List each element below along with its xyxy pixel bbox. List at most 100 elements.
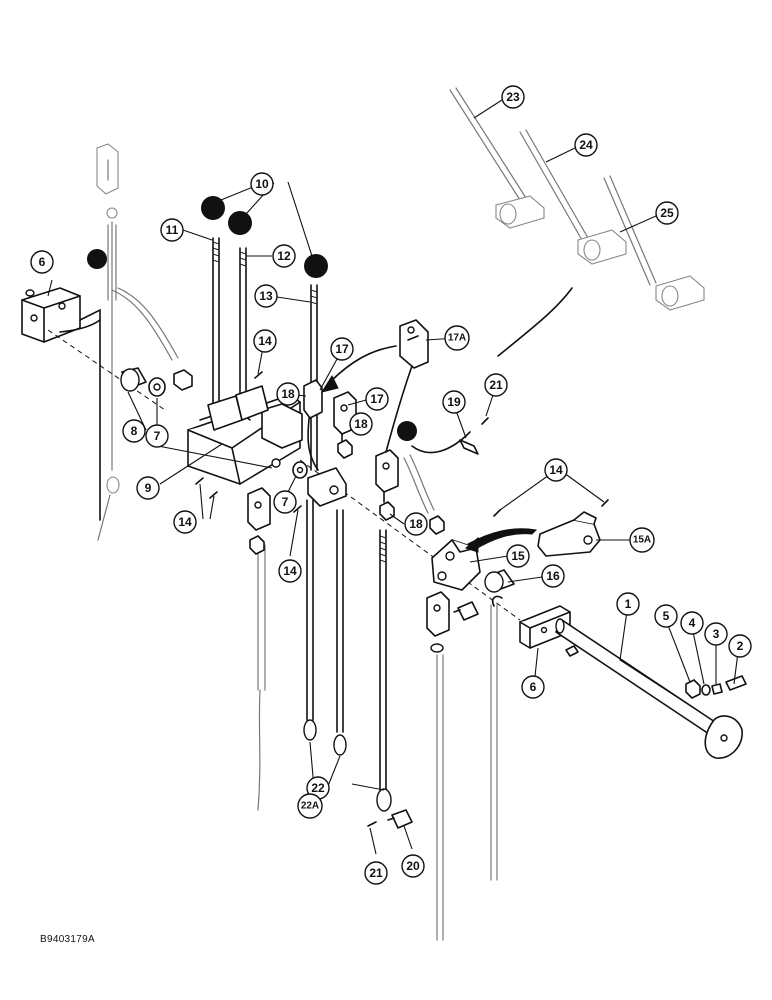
nut-left (173, 369, 193, 391)
clevis-lower-left (247, 487, 271, 531)
callout-10-label: 10 (255, 177, 269, 191)
callout-18-mid: 18 (349, 412, 373, 436)
callout-6-left-label: 6 (39, 255, 46, 269)
nut-small-left (249, 535, 265, 555)
pin-14-upper (254, 371, 263, 379)
callout-17-upper: 17 (330, 337, 354, 361)
bushing-16 (484, 569, 515, 593)
callout-15: 15 (506, 544, 530, 568)
callout-17a-label: 17A (448, 333, 466, 344)
callout-25-label: 25 (660, 206, 674, 220)
callout-7-left-label: 7 (154, 429, 161, 443)
bolt-mid (453, 601, 479, 621)
callout-5: 5 (654, 604, 678, 628)
callout-14-upper-label: 14 (258, 334, 272, 348)
lever-23 (449, 87, 545, 229)
callout-12: 12 (272, 244, 296, 268)
callout-22a-label: 22A (301, 801, 319, 812)
callout-11: 11 (160, 218, 184, 242)
callout-6-right: 6 (521, 675, 545, 699)
callout-12-label: 12 (277, 249, 291, 263)
callout-7-right: 7 (273, 490, 297, 514)
callout-18-upper: 18 (276, 382, 300, 406)
clevis-18-upper (303, 379, 323, 419)
callout-15a: 15A (629, 527, 655, 553)
callout-23-label: 23 (506, 90, 520, 104)
j-hook (491, 595, 503, 607)
callout-9-label: 9 (145, 481, 152, 495)
pin-14-left-b (209, 491, 218, 499)
callout-18-mid-label: 18 (354, 417, 368, 431)
pin-14-left-a (195, 477, 204, 485)
callout-11-label: 11 (166, 223, 179, 237)
callout-6-right-label: 6 (530, 680, 537, 694)
clevis-right (375, 449, 399, 503)
washer-4 (701, 684, 711, 696)
callout-14-mid: 14 (278, 559, 302, 583)
callout-18-lower: 18 (404, 512, 428, 536)
bolt-20 (387, 809, 413, 829)
washer-7-hole (153, 383, 161, 391)
callout-21-lower: 21 (364, 861, 388, 885)
background-linkage (96, 143, 498, 941)
curve-rods-23-25 (497, 287, 573, 357)
knob-left-aux (87, 249, 107, 269)
pin-14-right-a (493, 509, 501, 517)
nut-18-lower (379, 501, 395, 521)
pin-19 (459, 439, 479, 455)
callout-1: 1 (616, 592, 640, 616)
callout-16-label: 16 (546, 569, 560, 583)
callout-22: 22 (306, 776, 330, 800)
callout-4-label: 4 (689, 616, 696, 630)
callout-23: 23 (501, 85, 525, 109)
figure-code: B9403179A (40, 934, 95, 945)
callout-1-label: 1 (625, 597, 632, 611)
callout-14-mid-label: 14 (283, 564, 297, 578)
callout-13: 13 (254, 284, 278, 308)
callout-22a: 22A (297, 793, 323, 819)
callout-19-label: 19 (447, 395, 461, 409)
washer-7-right-hole (296, 466, 304, 474)
knob-2 (228, 211, 252, 235)
pivot-arm-15a (537, 511, 601, 557)
callout-3: 3 (704, 622, 728, 646)
callout-8-label: 8 (131, 424, 138, 438)
callout-14-left-label: 14 (178, 515, 192, 529)
callout-17-mid: 17 (365, 387, 389, 411)
pin-21-upper (481, 417, 489, 425)
curve-17a-long (385, 365, 413, 453)
callout-14-right: 14 (544, 458, 568, 482)
callout-18-lower-label: 18 (409, 517, 423, 531)
nut-small-mid (429, 515, 445, 535)
callout-17a: 17A (444, 325, 470, 351)
lever-25 (603, 175, 705, 311)
callout-19: 19 (442, 390, 466, 414)
callout-3-label: 3 (713, 627, 720, 641)
left-bracket (21, 287, 101, 521)
callout-15-label: 15 (511, 549, 525, 563)
right-bracket (519, 605, 579, 657)
curve-17a-to-17 (327, 345, 397, 385)
lever-24 (519, 129, 627, 265)
knob-1 (201, 196, 225, 220)
pin-21-lower (367, 821, 377, 827)
callout-2: 2 (728, 634, 752, 658)
lever-12 (235, 247, 269, 421)
callout-25: 25 (655, 201, 679, 225)
bolt-2 (725, 675, 747, 691)
clevis-lower-right (426, 591, 450, 653)
callout-14-right-label: 14 (549, 463, 563, 477)
arrow-15-head (464, 536, 479, 553)
callout-17-mid-label: 17 (370, 392, 384, 406)
bushing-8 (120, 367, 147, 392)
callout-20-label: 20 (406, 859, 420, 873)
callout-20: 20 (401, 854, 425, 878)
callout-21-upper-label: 21 (489, 378, 503, 392)
pin-14-mid (293, 505, 302, 513)
callout-21-upper: 21 (484, 373, 508, 397)
cross-shaft-1 (555, 618, 743, 759)
nut-5 (685, 679, 701, 699)
knob-right-aux (397, 421, 417, 441)
callout-24-label: 24 (579, 138, 593, 152)
